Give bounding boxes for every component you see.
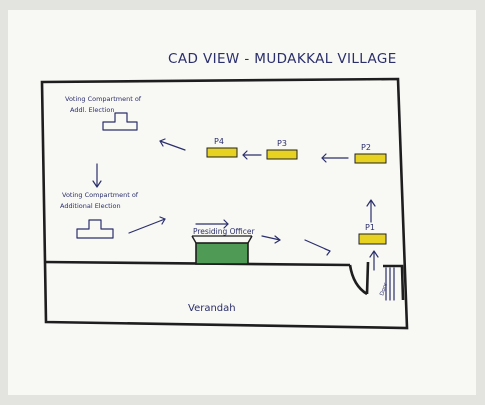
door-swing bbox=[348, 264, 368, 296]
vote-unit-top-line2: Addl. Election bbox=[70, 106, 114, 114]
arrow-right-icon bbox=[128, 216, 166, 234]
arrow-right-icon bbox=[304, 239, 331, 256]
vote-unit-top-line1: Voting Compartment of bbox=[65, 95, 142, 103]
officer-p2-label: P2 bbox=[361, 143, 371, 152]
vote-unit-mid-line1: Voting Compartment of bbox=[62, 191, 139, 199]
officer-p1-label: P1 bbox=[365, 223, 375, 232]
vote-unit-mid-line2: Additional Election bbox=[60, 202, 121, 210]
verandah-label: Verandah bbox=[188, 303, 236, 314]
building-outline bbox=[40, 77, 409, 330]
arrow-up-icon bbox=[369, 250, 379, 271]
arrow-up-icon bbox=[366, 199, 376, 223]
officer-p2: P2 bbox=[354, 143, 387, 164]
arrow-left-icon bbox=[242, 150, 262, 160]
officer-p4-label: P4 bbox=[214, 137, 224, 146]
door-label: Door bbox=[379, 282, 389, 297]
door-jamb bbox=[365, 261, 370, 295]
vote-unit-top-symbol bbox=[102, 112, 138, 131]
officer-p1: P1 bbox=[358, 223, 387, 245]
arrow-right-icon bbox=[195, 219, 229, 229]
officer-p3: P3 bbox=[266, 139, 298, 160]
presiding-officer-label: Presiding Officer bbox=[193, 227, 256, 236]
arrow-right-icon bbox=[261, 235, 281, 244]
arrow-down-icon bbox=[92, 163, 102, 188]
vote-unit-mid-symbol bbox=[76, 219, 114, 239]
paper-sheet bbox=[8, 10, 476, 395]
plan-title: CAD VIEW - MUDAKKAL VILLAGE bbox=[168, 51, 397, 67]
arrow-left-icon bbox=[159, 138, 186, 151]
officer-p4: P4 bbox=[206, 137, 238, 158]
door-block bbox=[383, 264, 405, 301]
arrow-left-icon bbox=[321, 153, 349, 163]
officer-p3-label: P3 bbox=[277, 139, 287, 148]
presiding-officer-table bbox=[191, 235, 253, 265]
